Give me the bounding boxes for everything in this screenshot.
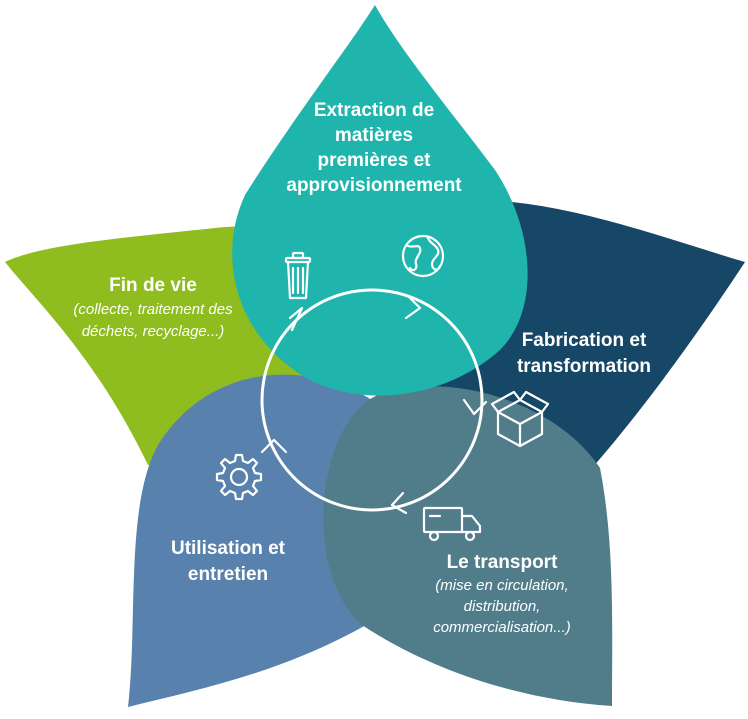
globe-icon [401,234,445,278]
cycle-arrow-top [404,294,422,320]
label-fabrication: Fabrication et transformation [517,330,651,377]
cycle-circle [260,288,484,512]
petal-extraction [232,5,528,396]
cycle-arrow-right [462,398,488,416]
petal-extraction-shape [232,5,528,396]
subtitle-transport-line-1: (mise en circulation, [435,577,568,594]
box-icon [490,390,550,448]
title-fin-de-vie-line-1: Fin de vie [109,275,197,296]
title-transport-line-1: Le transport [447,552,559,573]
label-transport: Le transport (mise en circulation, distr… [433,552,571,636]
label-fin-de-vie: Fin de vie (collecte, traitement des déc… [73,275,233,340]
petal-utilisation-shape [128,374,395,707]
title-utilisation-line-1: Utilisation et [171,538,286,559]
title-extraction-line-1: Extraction de [314,100,434,121]
petal-transport [323,386,613,706]
petal-transport-shape [323,386,613,706]
title-extraction-line-2: matières [335,125,413,146]
cycle-ring [260,288,488,515]
label-extraction: Extraction de matières premières et appr… [286,100,462,196]
title-extraction-line-4: approvisionnement [286,175,462,196]
cycle-arrow-upper-left [288,306,304,332]
subtitle-fin-de-vie-line-1: (collecte, traitement des [73,301,233,318]
subtitle-fin-de-vie-line-2: déchets, recyclage...) [82,323,225,340]
subtitle-transport-line-2: distribution, [464,598,541,615]
petal-utilisation [128,374,395,707]
subtitle-transport-line-3: commercialisation...) [433,619,571,636]
trash-icon [284,251,312,300]
title-extraction-line-3: premières et [317,150,431,171]
title-fabrication-line-1: Fabrication et [522,330,647,351]
truck-icon [422,506,482,542]
title-utilisation-line-2: entretien [188,564,268,585]
gear-icon [215,453,263,501]
label-utilisation: Utilisation et entretien [171,538,286,585]
title-fabrication-line-2: transformation [517,356,651,377]
cycle-arrow-bottom [390,491,408,515]
cycle-arrow-left [260,438,288,454]
